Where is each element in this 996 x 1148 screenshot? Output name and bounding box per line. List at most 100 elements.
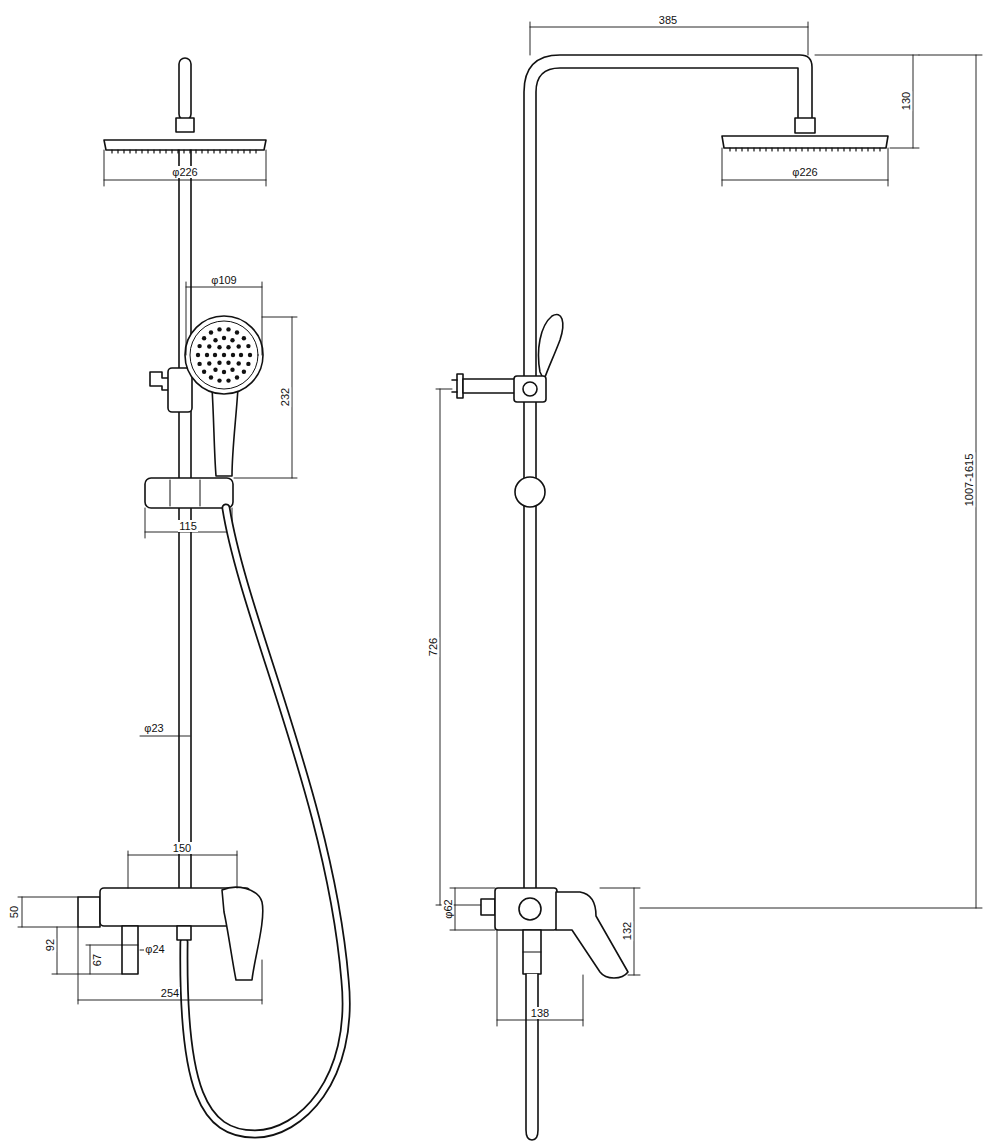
outlet-detail: [523, 952, 541, 953]
spray-hole: [209, 330, 213, 334]
dimension-line: [600, 888, 640, 975]
dimension-label: 1007-1615: [963, 453, 975, 508]
nozzle: [171, 150, 172, 153]
nozzle: [783, 148, 784, 151]
hose-inner: [184, 508, 346, 1134]
spray-hole: [242, 336, 246, 340]
nozzle: [135, 150, 136, 153]
spray-hole: [207, 361, 211, 365]
mixer-cartridge: [519, 898, 541, 920]
dimension-line: [86, 945, 122, 974]
wall-cap: [78, 897, 100, 927]
dimension-line: [436, 389, 490, 905]
nozzle: [129, 150, 130, 153]
dimension-line: [815, 55, 919, 148]
riser-pipe: [536, 68, 798, 888]
dimension-line: [128, 851, 237, 888]
spray-hole: [222, 370, 226, 374]
nozzles: [112, 150, 256, 153]
spray-hole: [205, 353, 209, 357]
nozzle: [213, 150, 214, 153]
spray-hole: [207, 344, 211, 348]
hose: [526, 974, 538, 1140]
dimension-label: φ226: [171, 166, 199, 178]
dimension-label: 92: [44, 938, 56, 952]
spray-hole: [226, 361, 230, 365]
holder-clamp: [514, 376, 546, 402]
nozzle: [219, 150, 220, 153]
spray-hole: [213, 338, 217, 342]
hose-outlet: [523, 930, 541, 974]
spray-hole: [230, 338, 234, 342]
dimension-label: φ109: [210, 274, 238, 286]
dimension-label: 67: [91, 953, 103, 967]
wall-plate: [457, 374, 463, 398]
nozzle: [159, 150, 160, 153]
hose-outlet: [177, 926, 191, 940]
mixer-body: [495, 888, 557, 930]
dimension-label: 50: [8, 905, 20, 919]
holder-arm: [463, 379, 515, 393]
spray-hole: [202, 336, 206, 340]
dimension-label: φ62: [442, 898, 454, 919]
clamp-knob: [523, 382, 537, 396]
spray-hole: [237, 361, 241, 365]
nozzle: [795, 148, 796, 151]
nozzle: [837, 148, 838, 151]
nozzle: [873, 148, 874, 151]
hand-shower-handle: [212, 388, 238, 476]
dimension-line: [640, 55, 982, 908]
spray-hole: [226, 327, 230, 331]
spray-hole: [226, 378, 230, 382]
dimension-line: [186, 282, 262, 355]
dimension-line: [18, 897, 78, 927]
nozzle: [195, 150, 196, 153]
dimension-label: 132: [621, 921, 633, 941]
dimension-label: 726: [427, 637, 439, 657]
nozzle: [231, 150, 232, 153]
nozzle: [123, 150, 124, 153]
nozzle: [813, 148, 814, 151]
nozzle: [141, 150, 142, 153]
spray-hole: [217, 327, 221, 331]
dimension-label: 115: [178, 520, 198, 532]
dimension-label: 254: [160, 987, 180, 999]
nozzle: [753, 148, 754, 151]
nozzle: [741, 148, 742, 151]
spray-hole: [196, 353, 200, 357]
hand-shower-face: [190, 321, 258, 389]
spray-hole: [217, 378, 221, 382]
nozzle: [807, 148, 808, 151]
wall-plug: [452, 380, 457, 392]
spray-hole: [217, 361, 221, 365]
spray-hole: [213, 368, 217, 372]
overhead-shower: [104, 140, 266, 150]
nozzle: [777, 148, 778, 151]
dimension-label: 138: [530, 1007, 550, 1019]
spray-hole: [237, 344, 241, 348]
nozzle: [819, 148, 820, 151]
top-stub: [179, 58, 191, 120]
dimension-label: 150: [172, 842, 192, 854]
spray-hole: [209, 375, 213, 379]
overhead-shower: [722, 136, 888, 148]
spray-hole: [202, 370, 206, 374]
spray-hole: [217, 345, 221, 349]
nozzle: [771, 148, 772, 151]
dimension-label: φ23: [143, 722, 164, 734]
dimension-line: [78, 927, 262, 1004]
spray-hole: [235, 375, 239, 379]
spray-hole: [226, 345, 230, 349]
nozzle: [825, 148, 826, 151]
nozzle: [765, 148, 766, 151]
nozzle: [831, 148, 832, 151]
dimension-line: [234, 317, 297, 478]
head-connector: [176, 118, 194, 132]
nozzle: [111, 150, 112, 153]
nozzle: [201, 150, 202, 153]
rail: [179, 150, 191, 888]
nozzle: [735, 148, 736, 151]
nozzle: [147, 150, 148, 153]
slider-knob: [515, 477, 545, 507]
